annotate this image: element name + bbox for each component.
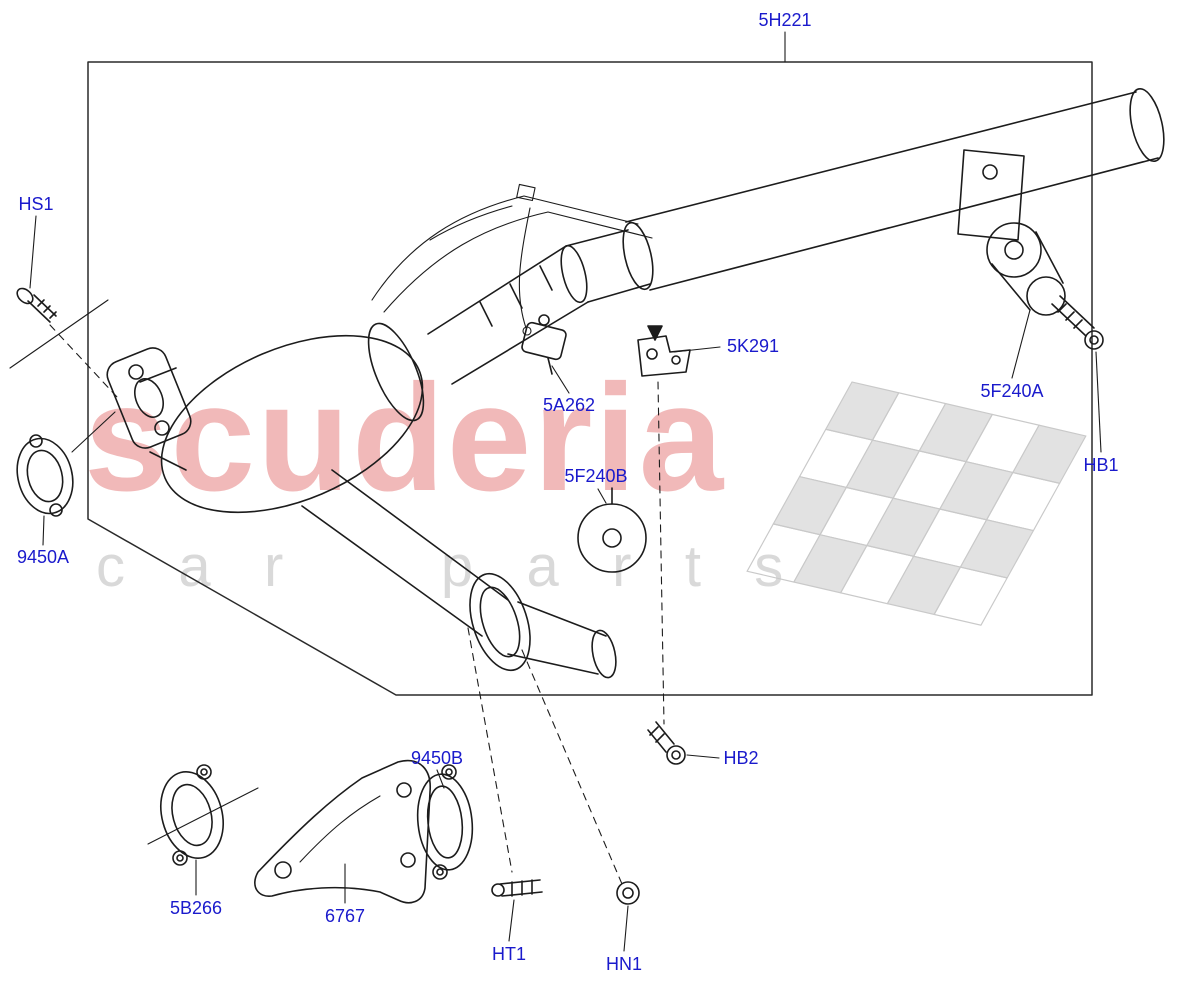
part-label-hb1[interactable]: HB1 xyxy=(1083,455,1119,475)
catalytic-converter xyxy=(139,322,425,514)
part-label-hn1[interactable]: HN1 xyxy=(605,954,643,974)
bolt-hs1 xyxy=(16,287,57,323)
part-label-5f240b[interactable]: 5F240B xyxy=(564,466,628,486)
rear-hanger-bracket xyxy=(957,149,1025,241)
mid-pipe-section xyxy=(427,229,651,385)
downpipe xyxy=(301,469,617,679)
part-label-6767[interactable]: 6767 xyxy=(324,906,366,926)
part-label-hs1[interactable]: HS1 xyxy=(18,194,54,214)
mount-5f240b xyxy=(577,487,647,573)
part-label-hb2[interactable]: HB2 xyxy=(723,748,759,768)
heat-shield-wiring xyxy=(371,183,653,336)
bolt-hb2 xyxy=(647,721,686,765)
mount-5f240a xyxy=(986,222,1066,316)
part-label-5a262[interactable]: 5A262 xyxy=(542,395,596,415)
part-label-9450b[interactable]: 9450B xyxy=(410,748,464,768)
checkered-flag-watermark xyxy=(746,381,1087,626)
bolt-hb1 xyxy=(1051,295,1104,350)
diagram-frame xyxy=(87,61,1093,696)
part-label-5b266[interactable]: 5B266 xyxy=(169,898,223,918)
leader-lines xyxy=(9,31,1102,952)
watermark-subtitle: car parts xyxy=(96,534,837,599)
watermark-brand: scuderia xyxy=(84,353,726,523)
gasket-5b266 xyxy=(147,764,259,866)
stud-ht1 xyxy=(491,879,543,897)
part-label-ht1[interactable]: HT1 xyxy=(491,944,527,964)
gasket-9450a xyxy=(16,434,74,517)
nut-hn1 xyxy=(616,881,640,905)
bracket-5a262 xyxy=(521,314,567,375)
gasket-9450b xyxy=(416,764,474,880)
leader-lines-dashed xyxy=(49,324,665,885)
bracket-6767 xyxy=(254,759,431,904)
part-label-5h221[interactable]: 5H221 xyxy=(758,10,812,30)
front-flange xyxy=(106,347,192,449)
main-pipe xyxy=(622,87,1165,291)
part-label-9450a[interactable]: 9450A xyxy=(16,547,70,567)
part-label-5k291[interactable]: 5K291 xyxy=(726,336,780,356)
part-label-5f240a[interactable]: 5F240A xyxy=(980,381,1044,401)
